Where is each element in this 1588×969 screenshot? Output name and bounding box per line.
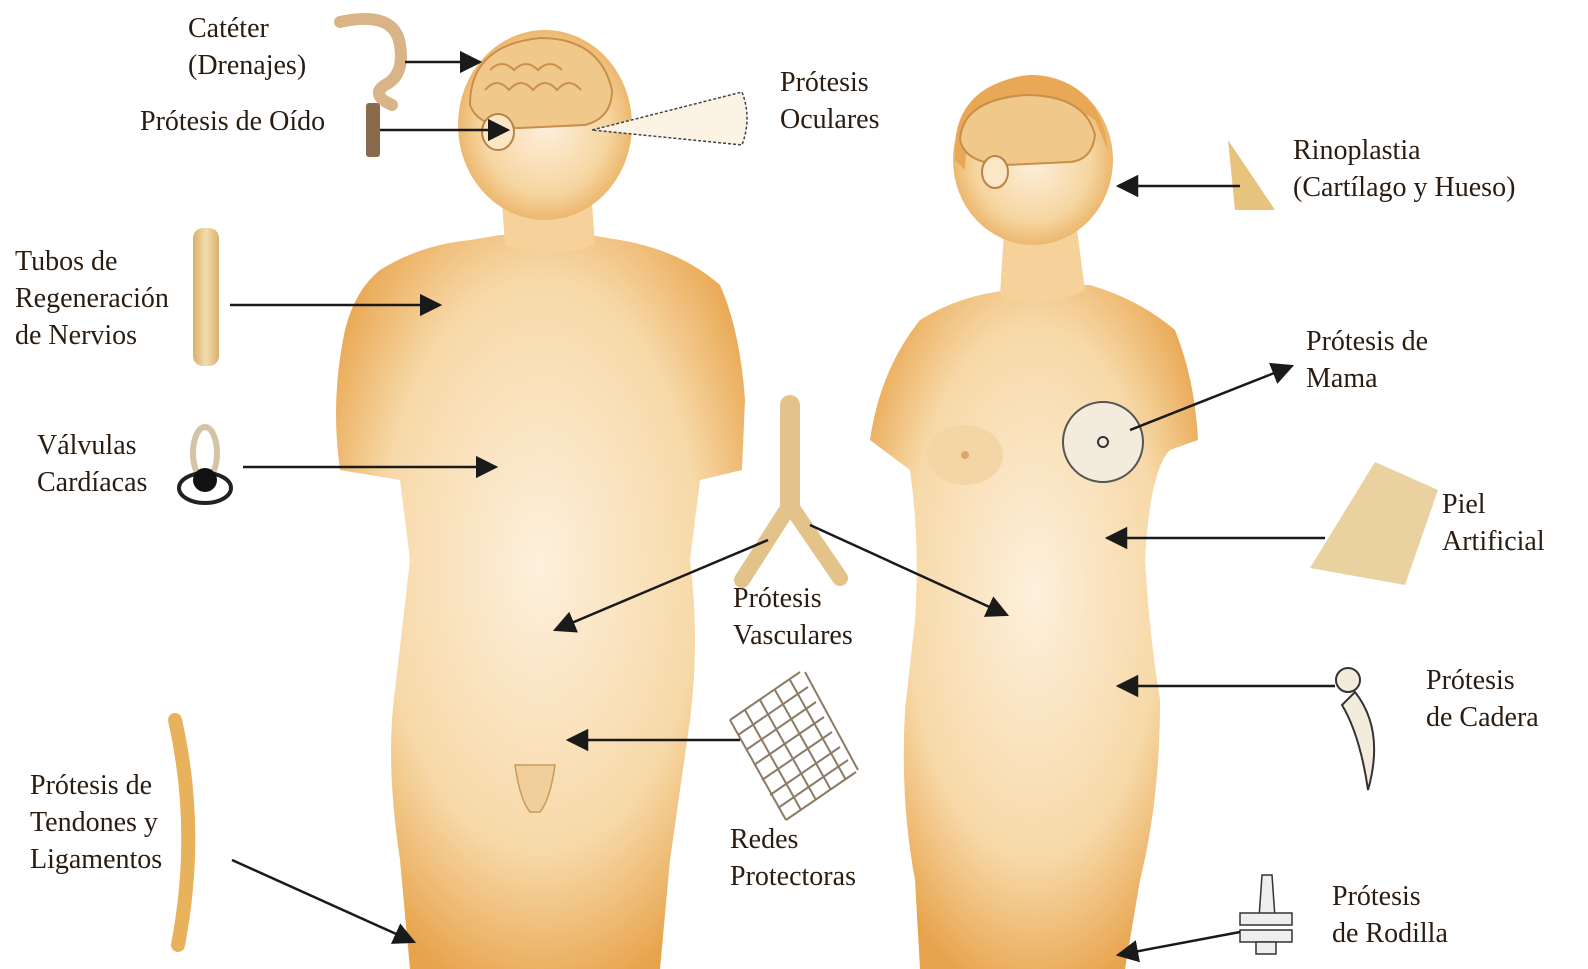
protective-mesh-icon bbox=[730, 672, 858, 820]
label-protesis-oculares-line1: Prótesis bbox=[780, 64, 880, 101]
male-figure bbox=[336, 30, 745, 969]
label-piel-line2: Artificial bbox=[1442, 523, 1545, 560]
label-vasculares-line2: Vasculares bbox=[733, 617, 853, 654]
label-protesis-oido: Prótesis de Oído bbox=[140, 103, 325, 140]
hip-prosthesis-icon bbox=[1336, 668, 1374, 790]
artificial-skin-icon bbox=[1310, 462, 1438, 585]
label-redes: Redes Protectoras bbox=[730, 821, 856, 895]
label-tendones-line2: Tendones y bbox=[30, 804, 162, 841]
label-cateter-line1: Catéter bbox=[188, 10, 306, 47]
label-tubos-nervios: Tubos de Regeneración de Nervios bbox=[15, 243, 169, 354]
male-ear-icon bbox=[482, 114, 514, 150]
label-tubos-nervios-line1: Tubos de bbox=[15, 243, 169, 280]
arrow-tendones bbox=[232, 860, 414, 942]
catheter-icon bbox=[340, 19, 401, 105]
label-protesis-oculares-line2: Oculares bbox=[780, 101, 880, 138]
label-protesis-mama-line1: Prótesis de bbox=[1306, 323, 1428, 360]
male-torso bbox=[336, 235, 745, 969]
label-cateter: Catéter (Drenajes) bbox=[188, 10, 306, 84]
label-rodilla: Prótesis de Rodilla bbox=[1332, 878, 1448, 952]
female-torso bbox=[870, 285, 1198, 969]
label-cadera-line1: Prótesis bbox=[1426, 662, 1539, 699]
label-rinoplastia: Rinoplastia (Cartílago y Hueso) bbox=[1293, 132, 1515, 206]
heart-valve-icon bbox=[179, 427, 231, 503]
label-valvulas: Válvulas Cardíacas bbox=[37, 427, 147, 501]
label-rinoplastia-line2: (Cartílago y Hueso) bbox=[1293, 169, 1515, 206]
label-cateter-line2: (Drenajes) bbox=[188, 47, 306, 84]
label-tendones-line1: Prótesis de bbox=[30, 767, 162, 804]
label-redes-line1: Redes bbox=[730, 821, 856, 858]
rhinoplasty-icon bbox=[1228, 140, 1275, 210]
label-cadera: Prótesis de Cadera bbox=[1426, 662, 1539, 736]
label-rinoplastia-line1: Rinoplastia bbox=[1293, 132, 1515, 169]
label-piel-line1: Piel bbox=[1442, 486, 1545, 523]
label-tendones-line3: Ligamentos bbox=[30, 841, 162, 878]
label-tubos-nervios-line2: Regeneración bbox=[15, 280, 169, 317]
label-vasculares: Prótesis Vasculares bbox=[733, 580, 853, 654]
nerve-tube-icon bbox=[193, 228, 219, 366]
label-piel: Piel Artificial bbox=[1442, 486, 1545, 560]
female-figure bbox=[870, 75, 1198, 969]
label-rodilla-line2: de Rodilla bbox=[1332, 915, 1448, 952]
label-cadera-line2: de Cadera bbox=[1426, 699, 1539, 736]
knee-prosthesis-icon bbox=[1240, 875, 1292, 954]
label-protesis-mama-line2: Mama bbox=[1306, 360, 1428, 397]
breast-prosthesis-icon bbox=[1063, 402, 1143, 482]
label-protesis-oculares: Prótesis Oculares bbox=[780, 64, 880, 138]
label-vasculares-line1: Prótesis bbox=[733, 580, 853, 617]
label-valvulas-line1: Válvulas bbox=[37, 427, 147, 464]
arrow-rodilla bbox=[1118, 932, 1240, 955]
label-protesis-oido-line1: Prótesis de Oído bbox=[140, 103, 325, 140]
label-valvulas-line2: Cardíacas bbox=[37, 464, 147, 501]
label-tendones: Prótesis de Tendones y Ligamentos bbox=[30, 767, 162, 878]
female-ear-icon bbox=[982, 156, 1008, 188]
vascular-prosthesis-icon bbox=[742, 405, 840, 580]
tendon-prosthesis-icon bbox=[175, 720, 188, 945]
label-tubos-nervios-line3: de Nervios bbox=[15, 317, 169, 354]
label-redes-line2: Protectoras bbox=[730, 858, 856, 895]
ear-prosthesis-icon bbox=[366, 103, 380, 157]
label-protesis-mama: Prótesis de Mama bbox=[1306, 323, 1428, 397]
female-nipple bbox=[961, 451, 969, 459]
label-rodilla-line1: Prótesis bbox=[1332, 878, 1448, 915]
